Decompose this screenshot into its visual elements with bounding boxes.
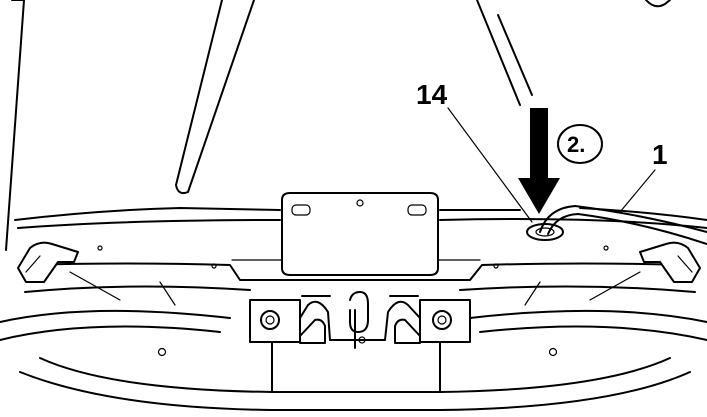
- callout-label-1: 1: [652, 139, 668, 170]
- cable-grommet: [526, 205, 707, 245]
- upper-frame: [5, 0, 671, 251]
- step-label: 2.: [567, 132, 585, 157]
- plate-bracket: [281, 192, 439, 276]
- callout-leaders: [447, 107, 656, 223]
- bolt-hole-right: [548, 347, 558, 357]
- grommet: [526, 223, 564, 241]
- step-indicator: 2.: [557, 124, 603, 164]
- down-arrow-icon: [518, 108, 560, 214]
- hood-latch: [249, 291, 471, 349]
- hood-stop-left: [17, 241, 79, 283]
- hood-stop-right: [639, 241, 701, 283]
- callout-label-14: 14: [416, 79, 448, 110]
- bolt-hole-left: [157, 347, 167, 357]
- lower-bumper: [0, 309, 707, 411]
